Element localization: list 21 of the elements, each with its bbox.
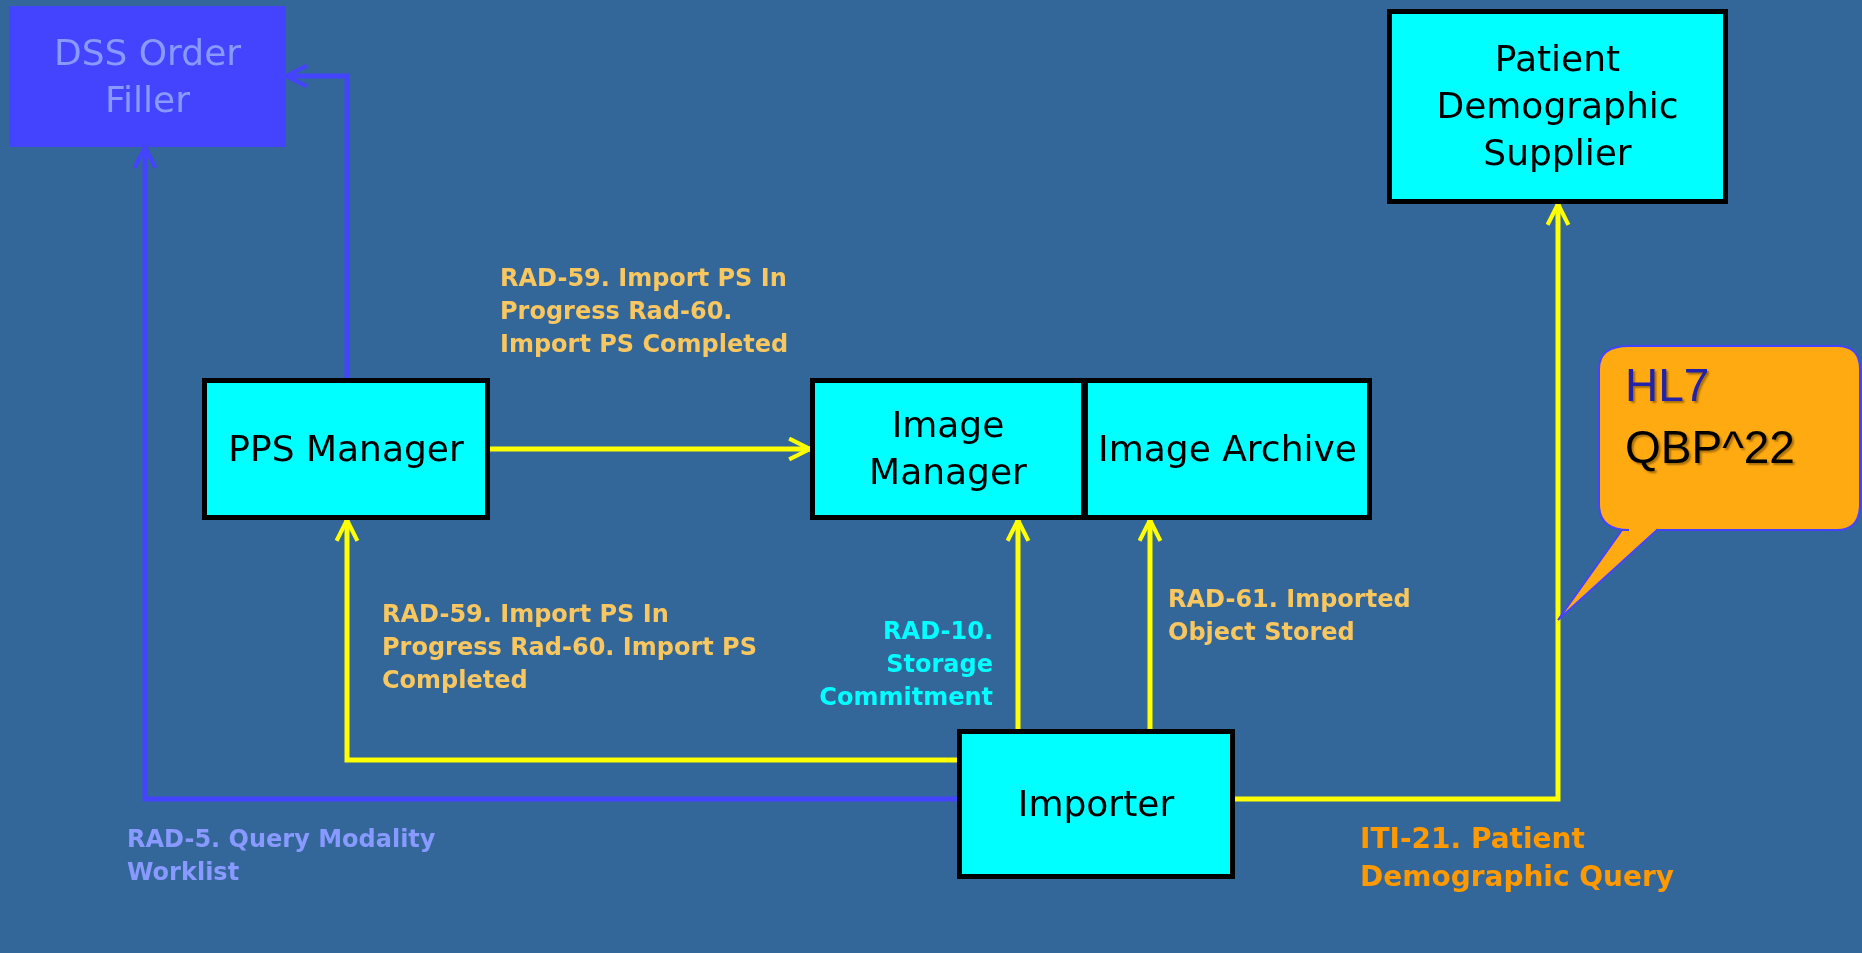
- actor-box: [1083, 378, 1372, 520]
- edge-label: RAD-61. Imported Object Stored: [1168, 584, 1412, 648]
- edge-label: ITI-21. Patient Demographic Query: [1360, 821, 1676, 895]
- actor-box: [810, 378, 1086, 520]
- box-label: Importer: [1016, 781, 1176, 826]
- edge-label: RAD-59. Import PS In Progress Rad-60. Import PS Completed: [382, 599, 758, 696]
- actor-box: [957, 729, 1235, 879]
- box-label: Image Manager: [868, 403, 1028, 494]
- callout-text: QBP^22: [1625, 420, 1795, 475]
- callout-text: HL7: [1625, 358, 1710, 413]
- box-label: PPS Manager: [227, 426, 465, 471]
- box-label: Image Archive: [1097, 426, 1358, 471]
- actor-box: [1387, 9, 1728, 204]
- actor-box: [9, 6, 286, 147]
- speech-bubble: [1555, 344, 1862, 624]
- edge-label: RAD-59. Import PS In Progress Rad-60. Import PS Completed: [500, 263, 790, 360]
- box-label: Patient Demographic Supplier: [1435, 37, 1680, 175]
- actor-box: [202, 378, 490, 520]
- box-label: DSS Order Filler: [52, 30, 243, 122]
- edge-label: RAD-10. Storage Commitment: [818, 616, 993, 713]
- edge-label: RAD-5. Query Modality Worklist: [127, 824, 437, 888]
